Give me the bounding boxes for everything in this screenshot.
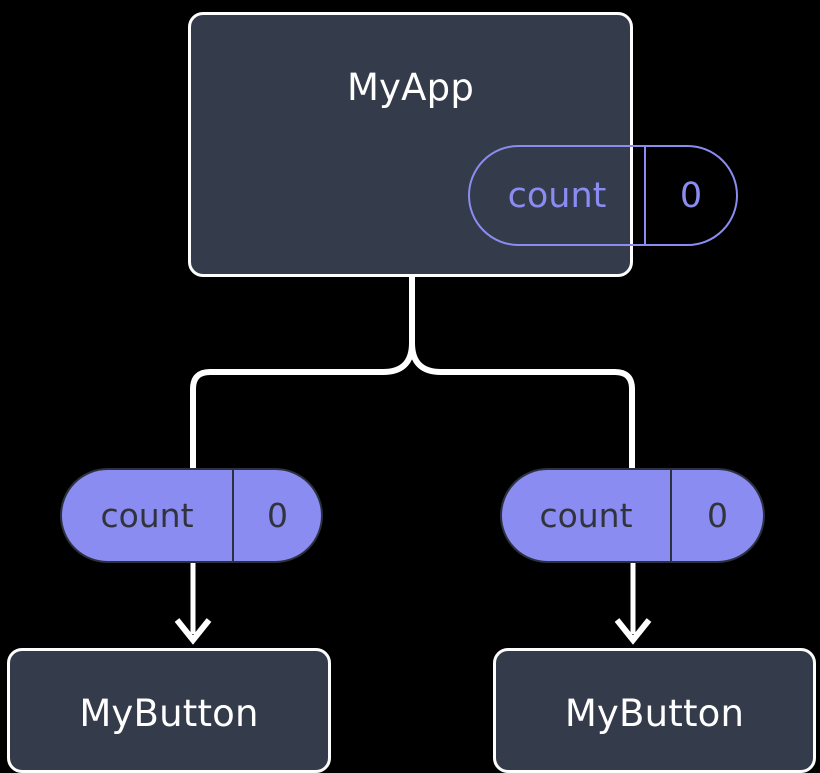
state-key-left: count — [62, 470, 234, 561]
component-node-mybutton-left[interactable]: MyButton — [7, 648, 331, 773]
component-node-mybutton-right[interactable]: MyButton — [493, 648, 816, 773]
state-value-right: 0 — [707, 496, 728, 535]
state-value-root: 0 — [679, 175, 703, 216]
fork-connector-path — [409, 274, 635, 471]
state-key-right: count — [502, 470, 672, 561]
fork-connector-path-left — [190, 340, 415, 471]
state-key-root: count — [470, 147, 646, 244]
state-pill-root[interactable]: count 0 — [468, 145, 738, 246]
component-label-mybutton-left: MyButton — [79, 692, 259, 735]
component-label-mybutton-right: MyButton — [564, 692, 745, 735]
component-node-myapp[interactable]: MyApp count 0 — [188, 12, 738, 277]
state-value-left: 0 — [267, 496, 288, 535]
arrow-right-head-icon — [614, 618, 652, 645]
arrow-left-head-icon — [174, 618, 212, 645]
state-pill-left[interactable]: count 0 — [60, 468, 323, 563]
state-pill-right[interactable]: count 0 — [500, 468, 765, 563]
component-label-myapp: MyApp — [346, 66, 475, 109]
